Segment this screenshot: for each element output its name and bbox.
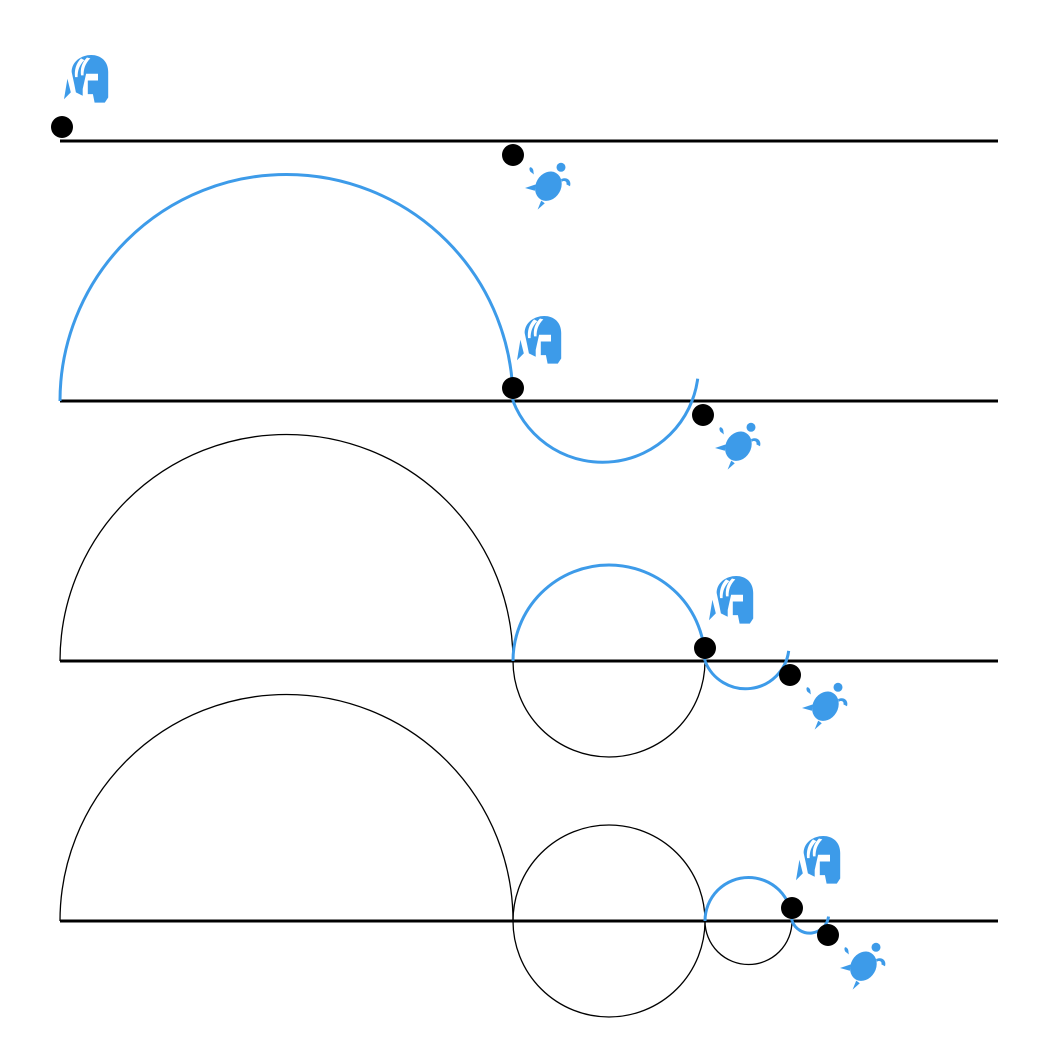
tortoise-dot-3 xyxy=(817,924,839,946)
spartan-helmet-icon xyxy=(517,316,562,364)
tortoise-icon xyxy=(525,162,571,210)
tortoise-path-2 xyxy=(703,650,791,691)
tortoise-dot-0 xyxy=(502,144,524,166)
tortoise-dot-2 xyxy=(779,664,801,686)
past-arc-2-0 xyxy=(59,433,514,662)
runner-path-3 xyxy=(703,876,794,922)
tortoise-dot-1 xyxy=(692,404,714,426)
runner-path-2 xyxy=(511,563,707,662)
runner-dot-1 xyxy=(502,377,524,399)
spartan-helmet-icon xyxy=(64,55,109,103)
tortoise-path-1 xyxy=(511,378,700,464)
past-arc-3-0 xyxy=(59,693,514,922)
spartan-helmet-icon xyxy=(796,836,841,884)
past-lower-arc-3 xyxy=(704,920,793,966)
spartan-helmet-icon xyxy=(709,576,754,624)
runner-dot-2 xyxy=(694,637,716,659)
tortoise-icon xyxy=(840,942,886,990)
runner-path-1 xyxy=(58,173,515,402)
tortoise-icon xyxy=(715,422,761,470)
tortoise-path-3 xyxy=(790,916,831,935)
tortoise-icon xyxy=(802,682,848,730)
past-lower-arc-2 xyxy=(512,660,706,758)
runner-dot-3 xyxy=(781,897,803,919)
runner-dot-0 xyxy=(51,116,73,138)
